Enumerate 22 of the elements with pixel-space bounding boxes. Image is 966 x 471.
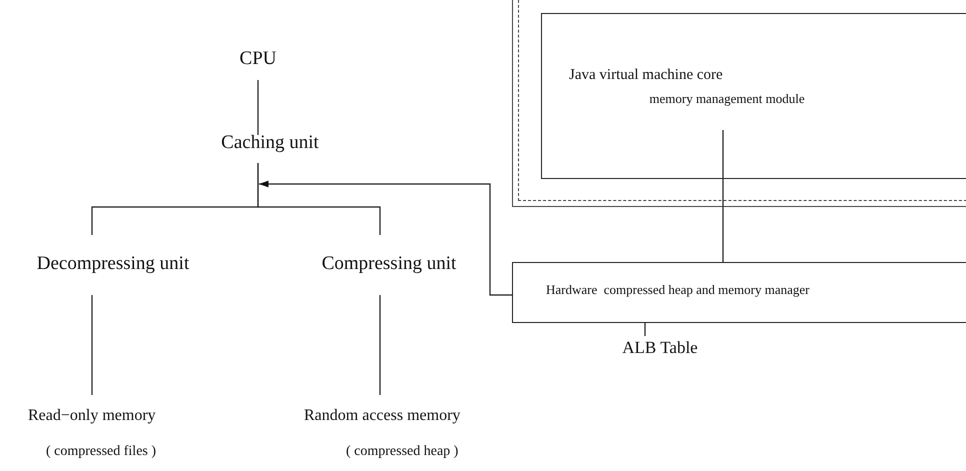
connector-line xyxy=(722,130,724,262)
box-label: Java virtual machine core xyxy=(569,67,723,84)
node-label: CPU xyxy=(238,48,278,70)
node-note: ( compressed files ) xyxy=(46,444,156,460)
connector-line xyxy=(91,295,93,395)
node-note: ( compressed heap ) xyxy=(346,444,458,460)
node-label: Random access memory xyxy=(304,407,460,425)
node-label: Decompressing unit xyxy=(36,253,190,275)
node-label: memory management module xyxy=(648,91,806,107)
arrow xyxy=(259,180,512,296)
node-label: Compressing unit xyxy=(320,253,458,275)
node-label: ALB Table xyxy=(621,338,699,358)
container-box xyxy=(512,0,966,207)
connector-line xyxy=(644,323,646,336)
connector-line xyxy=(257,80,259,135)
module-box xyxy=(512,262,966,323)
node-label: Read−only memory xyxy=(28,407,156,425)
connector-line xyxy=(257,163,381,235)
node-label: Caching unit xyxy=(220,132,320,154)
box-label: Hardware compressed heap and memory manager xyxy=(546,282,810,298)
module-box xyxy=(541,13,966,179)
connector-line xyxy=(379,295,381,395)
